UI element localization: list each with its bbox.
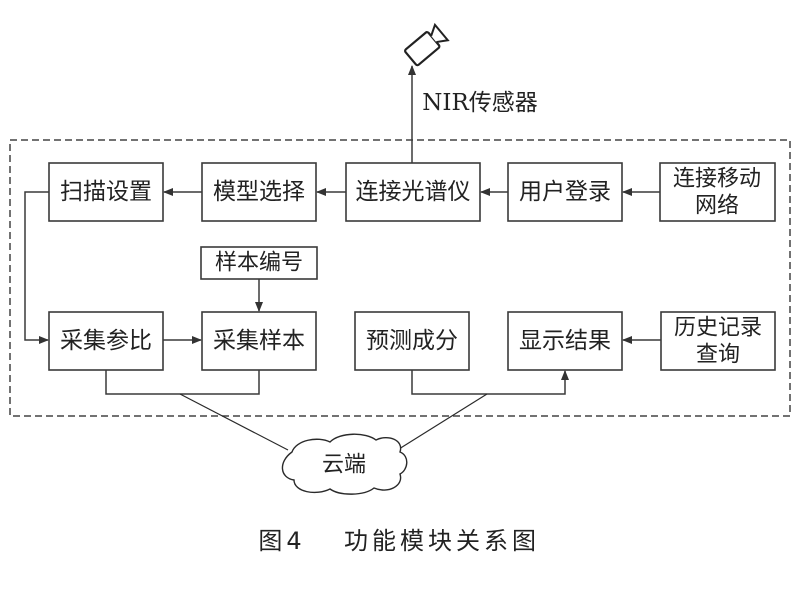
module-label: 采集样本 [213, 328, 305, 354]
module-label: 连接光谱仪 [356, 179, 471, 205]
module-model-select[interactable]: 模型选择 [201, 162, 317, 222]
bracket-predict-results [411, 370, 569, 395]
camera-icon [404, 22, 450, 67]
module-connect-spectrometer[interactable]: 连接光谱仪 [345, 162, 481, 222]
figure-number: 图4 [258, 527, 305, 555]
module-label: 预测成分 [366, 328, 458, 354]
bracket-collect [105, 370, 260, 395]
module-scan-settings[interactable]: 扫描设置 [48, 162, 164, 222]
figure-caption: 功能模块关系图 [344, 527, 540, 555]
module-predict-components[interactable]: 预测成分 [354, 311, 470, 371]
module-sample-number[interactable]: 样本编号 [200, 246, 318, 280]
module-collect-sample[interactable]: 采集样本 [201, 311, 317, 371]
edge-collect-cloud [179, 393, 289, 451]
module-label: 网络 [695, 194, 739, 219]
module-label: 模型选择 [213, 179, 305, 205]
edge-cloud-predict [398, 393, 488, 450]
module-label: 连接移动 [673, 167, 761, 192]
cloud-label: 云端 [322, 453, 366, 478]
module-label: 样本编号 [215, 251, 303, 276]
module-label: 用户登录 [519, 179, 611, 205]
app-boundary [9, 139, 791, 417]
edge-scan-reference [24, 191, 49, 344]
module-label: 显示结果 [519, 328, 611, 354]
module-user-login[interactable]: 用户登录 [507, 162, 623, 222]
module-show-results[interactable]: 显示结果 [507, 311, 623, 371]
module-connect-network[interactable]: 连接移动 网络 [659, 162, 776, 222]
sensor-label: NIR传感器 [422, 90, 538, 116]
module-label: 扫描设置 [60, 179, 152, 205]
module-label: 历史记录 [674, 316, 762, 341]
module-label: 查询 [696, 343, 740, 368]
module-collect-reference[interactable]: 采集参比 [48, 311, 164, 371]
module-history-query[interactable]: 历史记录 查询 [660, 311, 776, 371]
module-label: 采集参比 [60, 328, 152, 354]
cloud-icon [281, 433, 408, 495]
